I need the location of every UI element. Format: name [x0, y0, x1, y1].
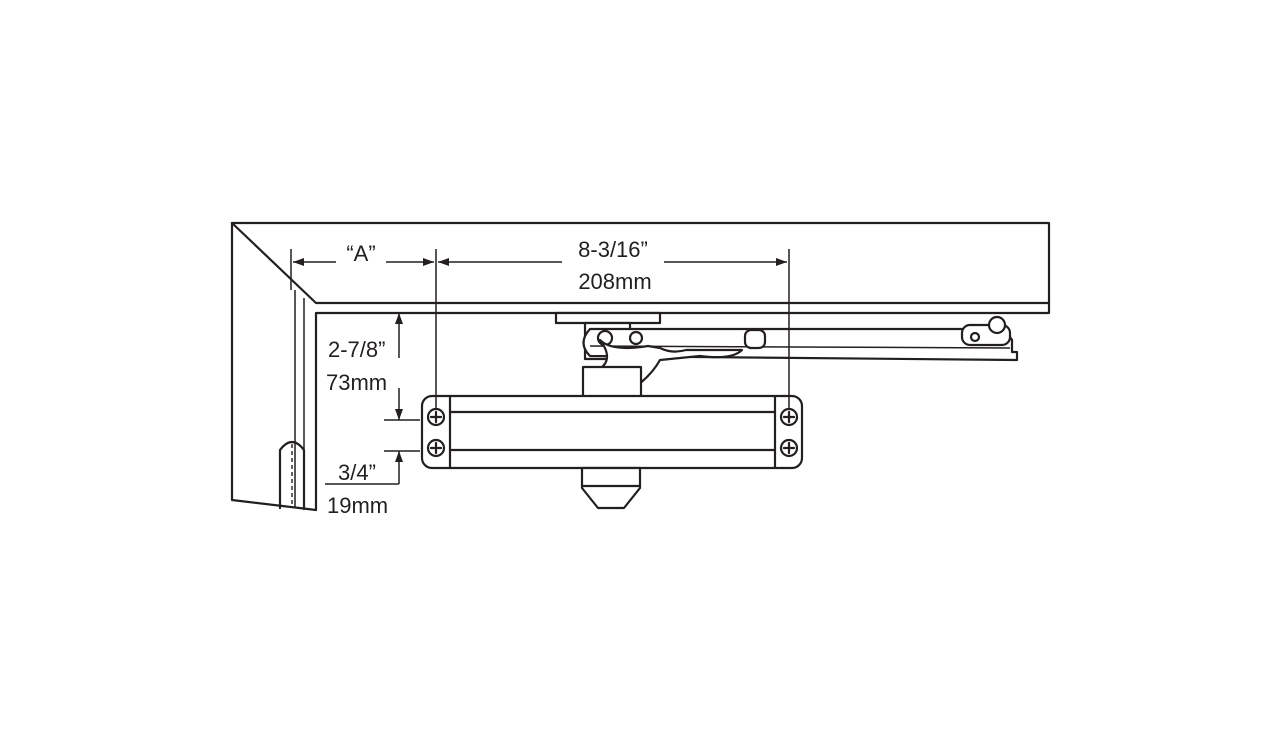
height-metric-label: 73mm	[326, 370, 387, 395]
arrowhead-icon	[395, 313, 403, 324]
offset-imperial-label: 3/4”	[338, 460, 376, 485]
screw-icon	[426, 438, 446, 458]
screw-icon	[779, 407, 799, 427]
horizontal-dimensions	[290, 249, 790, 410]
arrowhead-icon	[395, 409, 403, 420]
closer-body	[420, 394, 804, 510]
width-metric-label: 208mm	[578, 269, 651, 294]
arrowhead-icon	[293, 258, 304, 266]
screw-icon	[779, 438, 799, 458]
height-imperial-label: 2-7/8”	[328, 337, 385, 362]
arrowhead-icon	[423, 258, 434, 266]
closer-arm	[554, 311, 1019, 399]
screw-icon	[426, 407, 446, 427]
width-imperial-label: 8-3/16”	[578, 237, 648, 262]
door-frame	[230, 221, 1051, 512]
arrowhead-icon	[438, 258, 449, 266]
vertical-dimensions	[325, 313, 420, 485]
dimension-a-label: “A”	[346, 241, 375, 266]
offset-metric-label: 19mm	[327, 493, 388, 518]
arrowhead-icon	[776, 258, 787, 266]
arrowhead-icon	[395, 451, 403, 462]
